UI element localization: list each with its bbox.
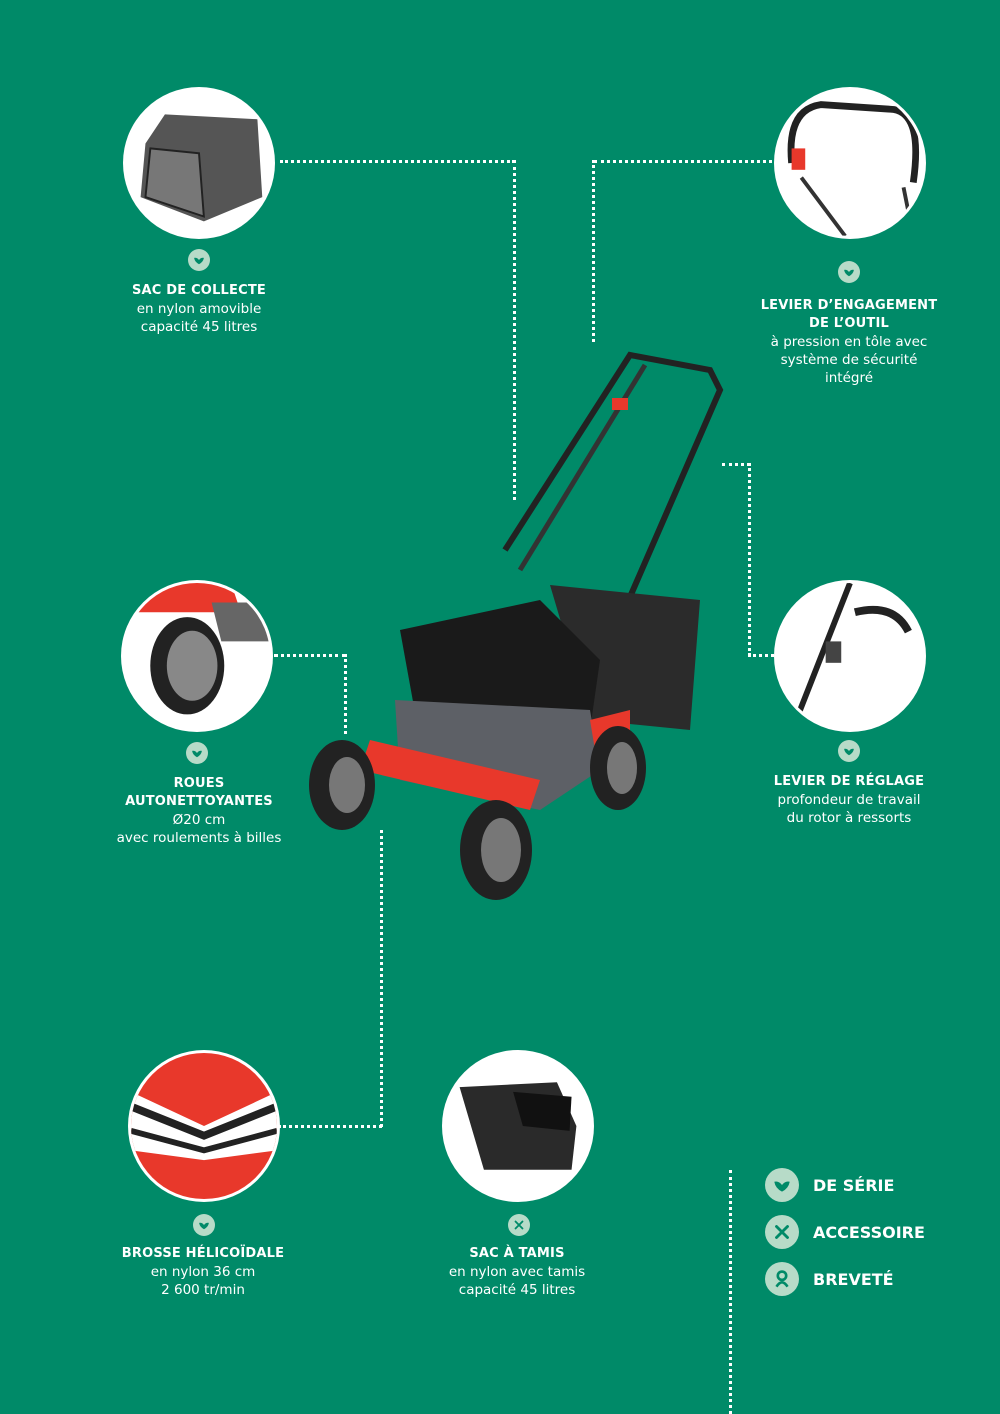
connector bbox=[344, 654, 347, 734]
brevete-icon bbox=[765, 1262, 799, 1296]
connector bbox=[278, 1125, 382, 1128]
depth-lever-photo bbox=[774, 580, 926, 732]
accessoire-icon bbox=[765, 1215, 799, 1249]
connector bbox=[274, 654, 346, 657]
feature-helical-brush: BROSSE HÉLICOÏDALE en nylon 36 cm 2 600 … bbox=[121, 1246, 285, 1298]
connector bbox=[592, 160, 595, 342]
scarifier-product-image bbox=[309, 351, 724, 900]
de-serie-icon bbox=[193, 1214, 215, 1236]
connector bbox=[748, 654, 774, 657]
de-serie-icon bbox=[765, 1168, 799, 1202]
feature-wheels: ROUES AUTONETTOYANTES Ø20 cm avec roulem… bbox=[116, 776, 282, 846]
connector bbox=[594, 160, 772, 163]
legend-item-de-serie: DE SÉRIE bbox=[765, 1168, 894, 1202]
legend-item-accessoire: ACCESSOIRE bbox=[765, 1215, 925, 1249]
legend-item-brevete: BREVETÉ bbox=[765, 1262, 894, 1296]
de-serie-icon bbox=[838, 261, 860, 283]
sieve-bag-photo bbox=[442, 1050, 594, 1202]
engagement-lever-photo bbox=[774, 87, 926, 239]
connector bbox=[280, 160, 515, 163]
de-serie-icon bbox=[838, 740, 860, 762]
connector bbox=[513, 160, 516, 500]
feature-sieve-bag: SAC À TAMIS en nylon avec tamis capacité… bbox=[448, 1246, 586, 1298]
feature-grass-bag: SAC DE COLLECTE en nylon amovible capaci… bbox=[131, 283, 266, 335]
connector bbox=[722, 463, 750, 466]
accessoire-icon bbox=[508, 1214, 530, 1236]
de-serie-icon bbox=[186, 742, 208, 764]
connector bbox=[748, 463, 751, 656]
wheel-photo bbox=[121, 580, 273, 732]
feature-depth-lever: LEVIER DE RÉGLAGE profondeur de travail … bbox=[773, 774, 925, 826]
connector bbox=[380, 830, 383, 1127]
connector bbox=[729, 1170, 732, 1414]
feature-engagement-lever: LEVIER D’ENGAGEMENT DE L’OUTIL à pressio… bbox=[760, 298, 938, 386]
helical-brush-photo bbox=[128, 1050, 280, 1202]
de-serie-icon bbox=[188, 249, 210, 271]
grass-bag-photo bbox=[123, 87, 275, 239]
